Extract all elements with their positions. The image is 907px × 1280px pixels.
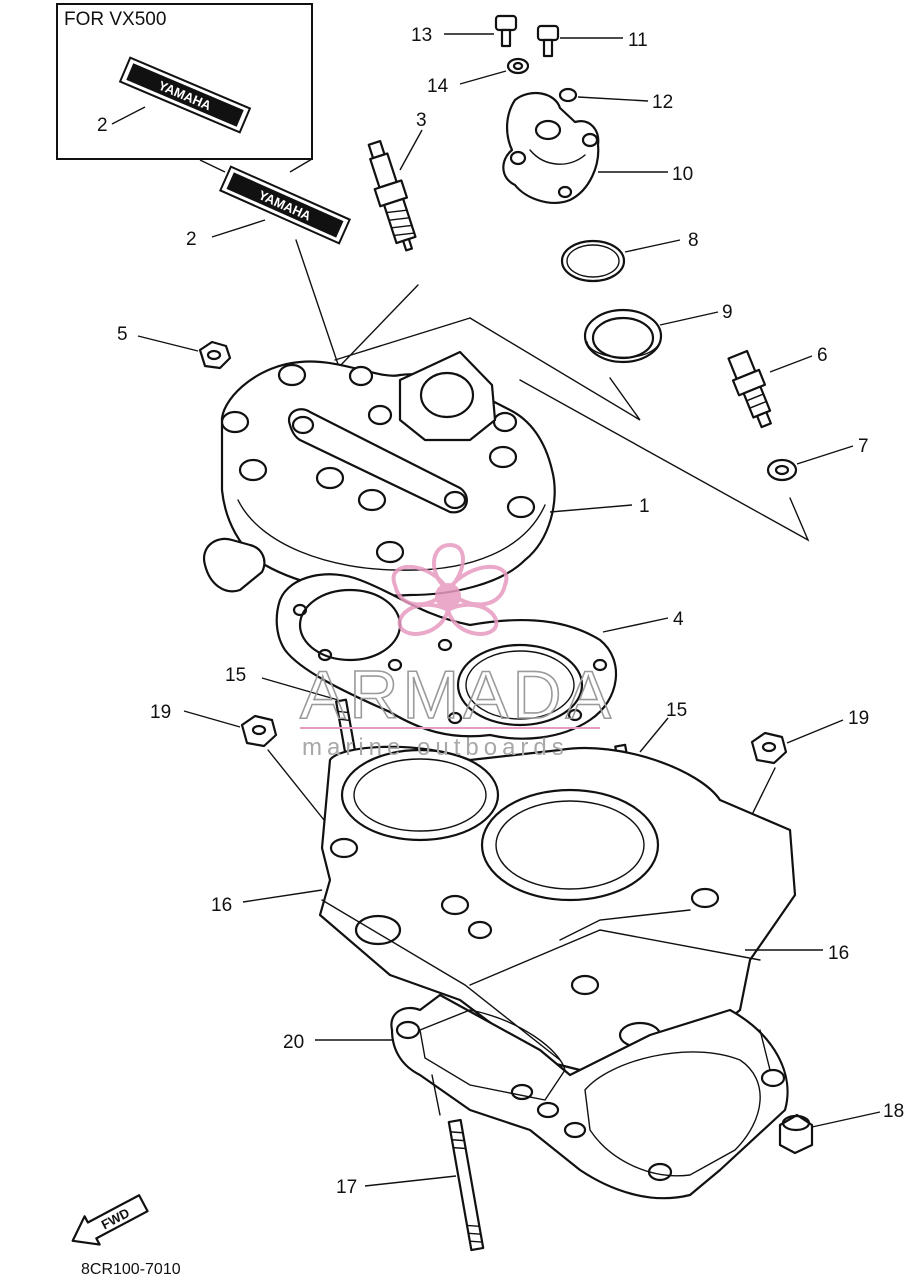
callout-1: 1 — [639, 496, 650, 517]
bolt-part-11 — [536, 24, 560, 58]
callout-11: 11 — [628, 30, 648, 51]
nut-part-19-left — [240, 714, 278, 748]
callout-16-left: 16 — [211, 895, 232, 916]
washer-part-14 — [506, 57, 530, 75]
inset-decal: YAMAHA — [118, 56, 252, 134]
callout-12: 12 — [652, 92, 673, 113]
washer-part-12 — [558, 87, 578, 103]
callout-14: 14 — [427, 76, 449, 97]
head-gasket-part-4 — [275, 573, 618, 740]
callout-19-right: 19 — [848, 708, 869, 729]
callout-3: 3 — [416, 110, 427, 131]
cylinder-head-part-1 — [202, 350, 556, 597]
inset-frame — [56, 3, 313, 160]
callout-13: 13 — [411, 25, 432, 46]
cylinder-block-part-16 — [318, 745, 797, 1077]
callout-6: 6 — [817, 345, 828, 366]
spark-plug-part-3 — [367, 139, 417, 252]
callout-2: 2 — [186, 229, 197, 250]
thermostat-cover-part-10 — [502, 91, 600, 204]
watermark-tagline: marine outboards — [302, 734, 569, 761]
o-ring-part-8 — [560, 239, 626, 283]
armada-watermark: ARMADA marine outboards — [299, 542, 615, 761]
callout-17: 17 — [336, 1177, 357, 1198]
callout-19-left: 19 — [150, 702, 171, 723]
base-gasket-part-20 — [390, 993, 789, 1200]
callout-9: 9 — [722, 302, 733, 323]
vx500-inset: FOR VX500 YAMAHA 2 — [56, 3, 313, 173]
callout-15-left: 15 — [225, 665, 246, 686]
temperature-sensor-part-6 — [727, 349, 772, 429]
callout-4: 4 — [673, 609, 684, 630]
decal-part-2: YAMAHA — [219, 165, 351, 245]
callout-18: 18 — [883, 1101, 904, 1122]
callout-10: 10 — [672, 164, 693, 185]
dowel-pin-part-18 — [778, 1113, 814, 1155]
nut-part-5 — [198, 340, 232, 370]
callout-15-right: 15 — [666, 700, 687, 721]
fwd-arrow-icon: FWD — [71, 1194, 149, 1246]
watermark-brand: ARMADA — [300, 657, 615, 733]
stud-part-17 — [447, 1118, 485, 1252]
inset-title: FOR VX500 — [64, 9, 166, 30]
bolt-part-13 — [494, 14, 518, 48]
nut-part-19-right — [750, 731, 788, 765]
callout-2-inset: 2 — [97, 115, 108, 136]
callout-5: 5 — [117, 324, 128, 345]
diagram-code: 8CR100-7010 — [81, 1261, 181, 1278]
gasket-part-9 — [583, 308, 663, 364]
callout-8: 8 — [688, 230, 699, 251]
callout-7: 7 — [858, 436, 869, 457]
callout-20: 20 — [283, 1032, 304, 1053]
callout-16-right: 16 — [828, 943, 849, 964]
washer-part-7 — [766, 458, 798, 482]
armada-logo-icon — [391, 542, 509, 636]
